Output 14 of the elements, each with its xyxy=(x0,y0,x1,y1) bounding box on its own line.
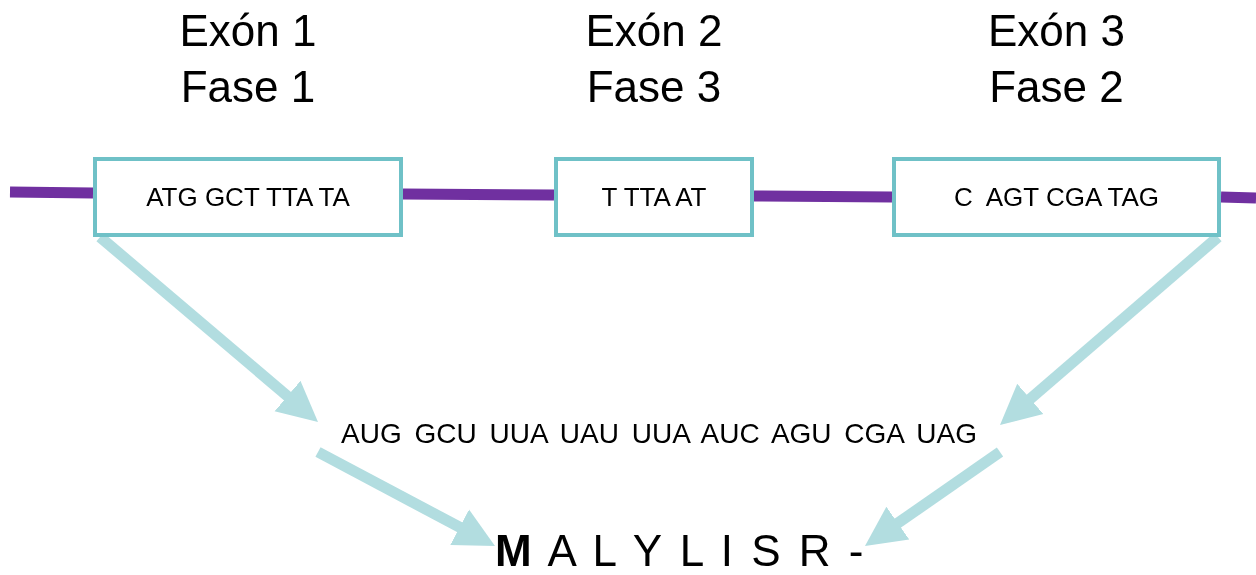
intron-line xyxy=(753,190,893,203)
arrow xyxy=(865,447,1004,546)
intron-line xyxy=(402,188,555,201)
mrna-sequence: AUG GCU UUA UAU UUA AUC AGU CGA UAG xyxy=(318,418,1000,451)
exon-heading: Exón 3 Fase 2 xyxy=(987,5,1126,113)
exon-heading: Exón 1 Fase 1 xyxy=(178,5,318,113)
exon-heading: Exón 2 Fase 3 xyxy=(584,5,724,113)
intron-line xyxy=(1220,191,1256,204)
exon-box: ATG GCT TTA TA xyxy=(93,157,403,237)
intron-line xyxy=(9,186,94,199)
exon-box: C AGT CGA TAG xyxy=(892,157,1221,237)
exon-box: T TTA AT xyxy=(554,157,754,237)
arrow xyxy=(315,447,495,546)
protein-sequence: M A L Y L I S R - xyxy=(495,526,865,575)
